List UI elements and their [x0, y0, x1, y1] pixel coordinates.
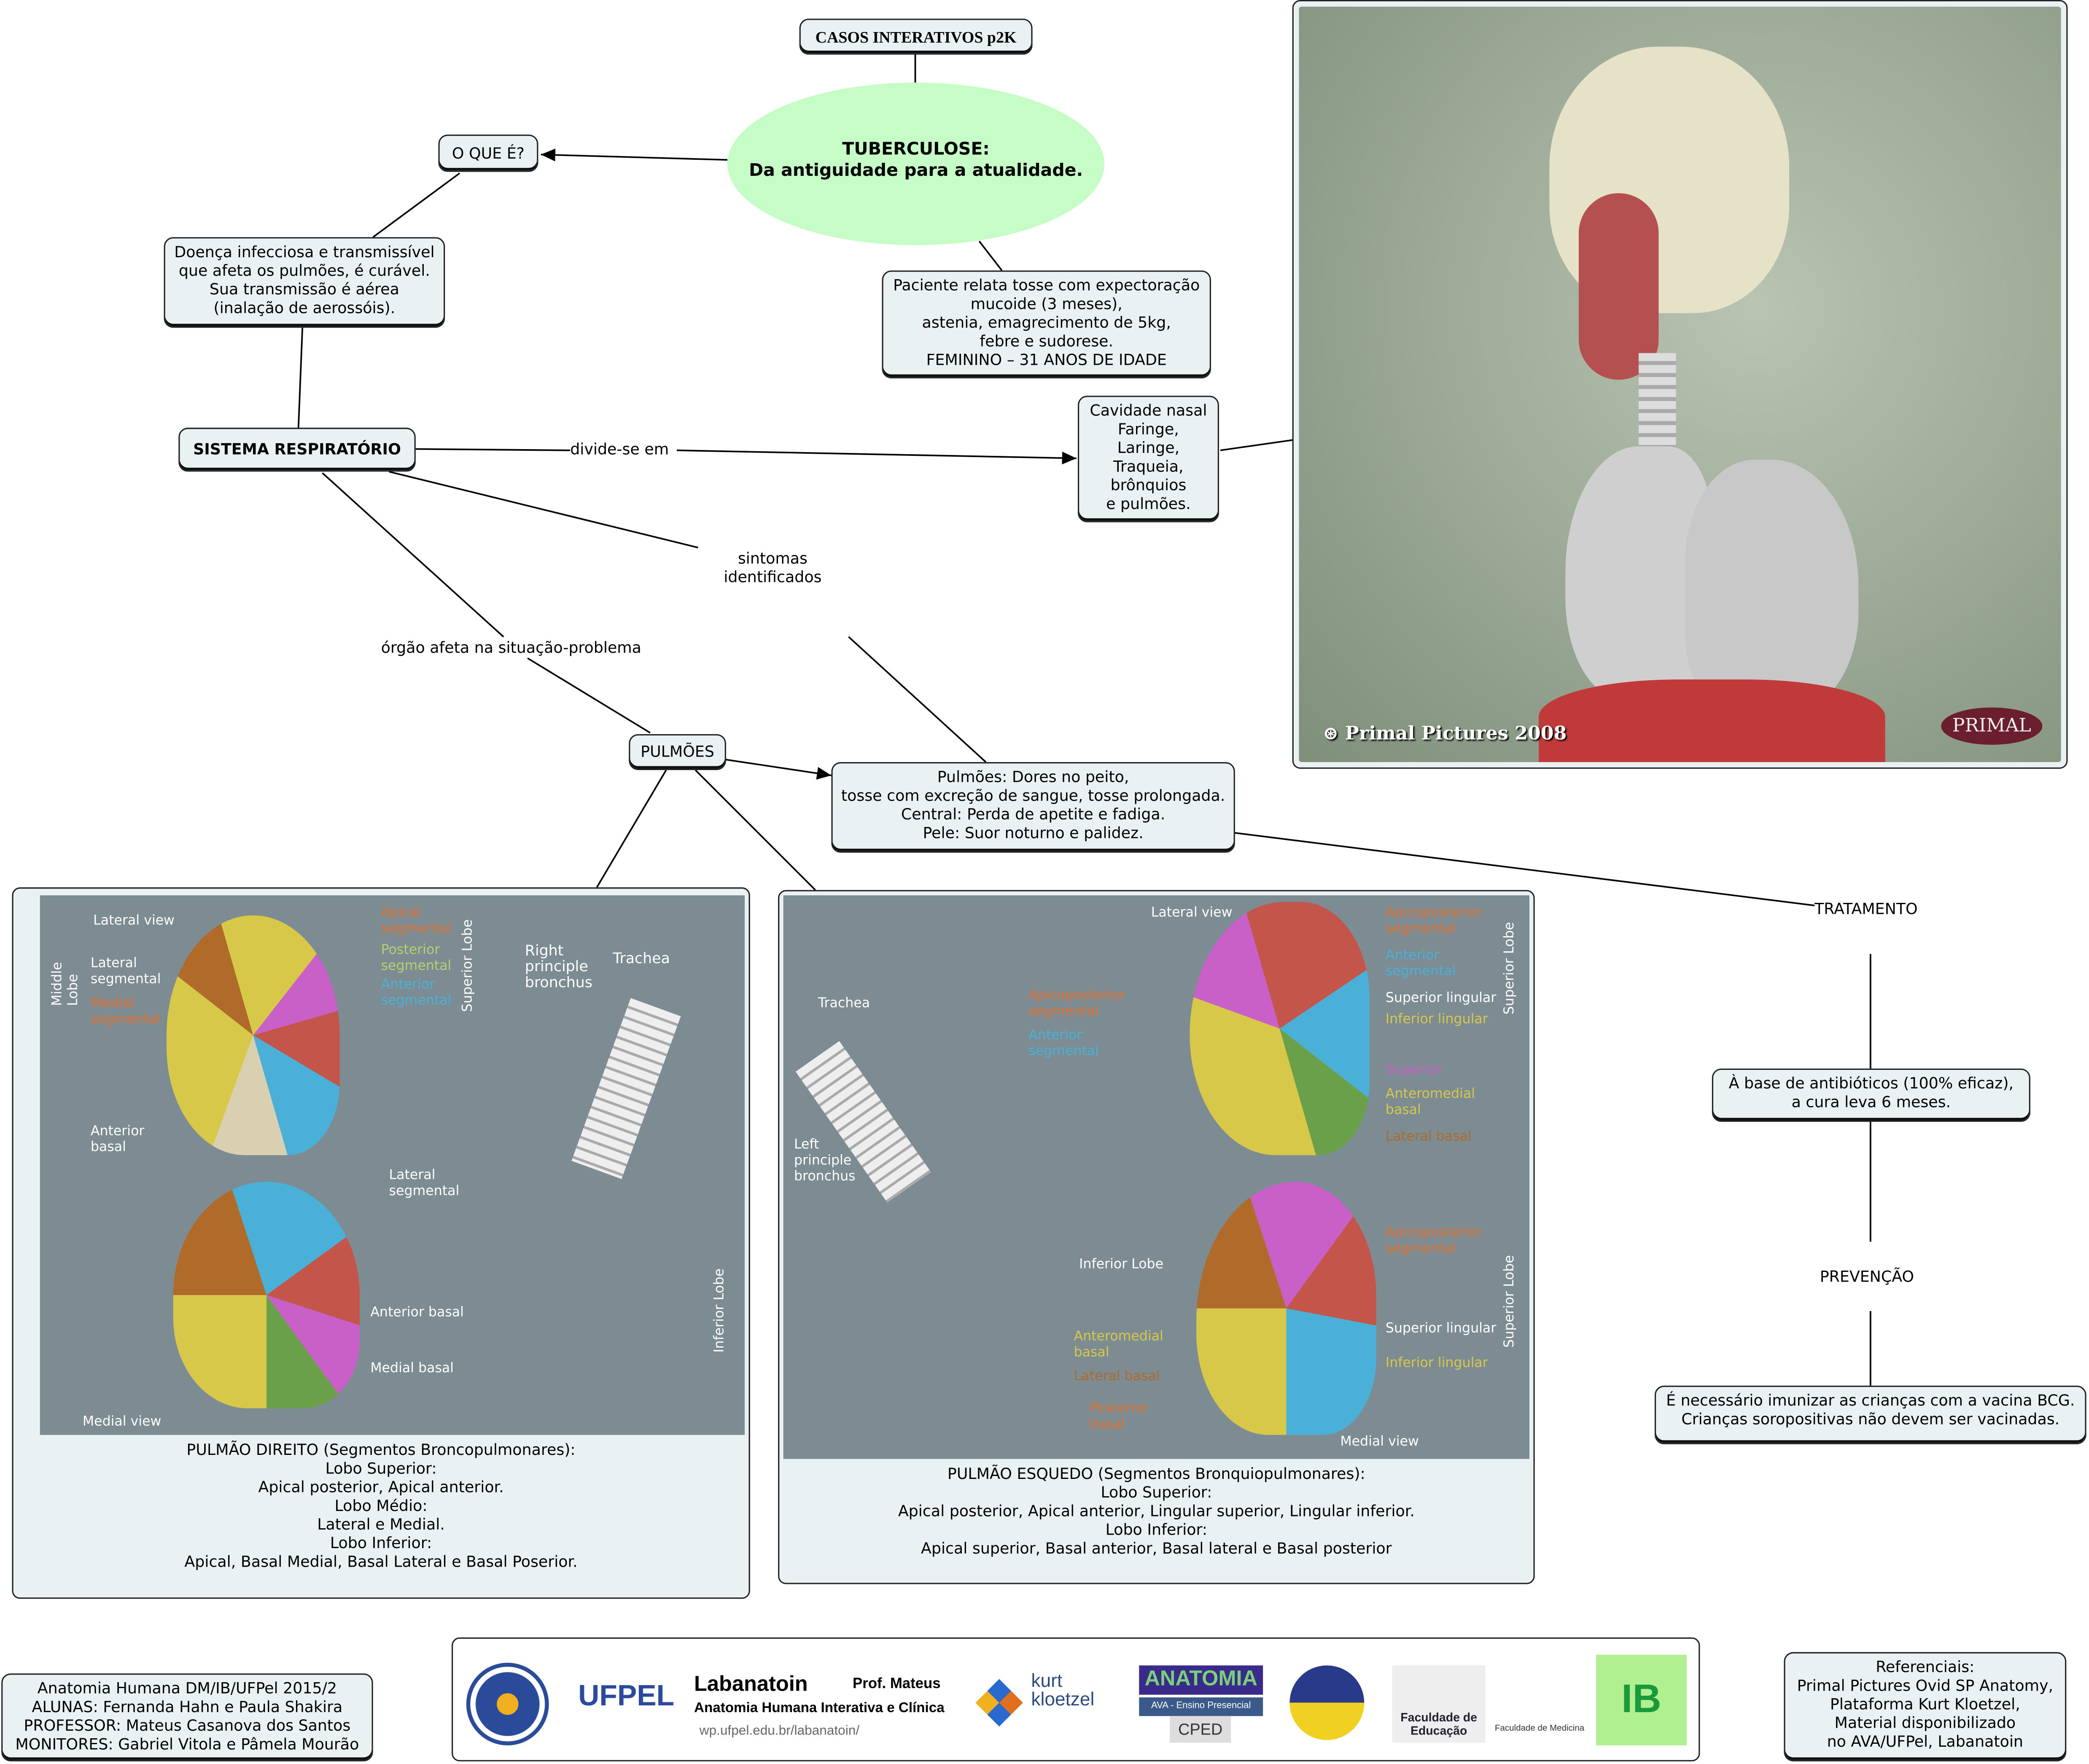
- lateral-view-label: Lateral view: [93, 914, 175, 929]
- header-title-node[interactable]: CASOS INTERATIVOS p2K: [799, 19, 1033, 55]
- respiratory-system-node[interactable]: SISTEMA RESPIRATÓRIO: [178, 428, 416, 472]
- anatomia-logo: ANATOMIA: [1139, 1665, 1263, 1695]
- prof-mateus-label: Prof. Mateus: [853, 1676, 941, 1692]
- medial-lung-shape: [173, 1182, 360, 1409]
- anterior-basal-label: Anterior basal: [90, 1124, 145, 1155]
- superior-lobe-label: Superior Lobe: [1502, 922, 1518, 1015]
- prevention-node[interactable]: É necessário imunizar as crianças com a …: [1654, 1385, 2086, 1444]
- anterior-segmental-label: Anterior segmental: [381, 978, 452, 1009]
- lateral-segmental-label: Lateral segmental: [90, 956, 161, 988]
- central-title: TUBERCULOSE:: [842, 140, 990, 160]
- bronchus-label: Left principle bronchus: [794, 1138, 856, 1185]
- trachea-label: Trachea: [613, 950, 670, 967]
- apicoposterior-label: Apicoposterior segmental: [1385, 906, 1482, 937]
- superior-lingular-label-2: Superior lingular: [1385, 1322, 1497, 1336]
- link-organ: órgão afeta na situação-problema: [381, 638, 641, 657]
- definition-node[interactable]: Doença infecciosa e transmissível que af…: [164, 237, 445, 328]
- lateral-basal-label: Lateral basal: [1385, 1130, 1472, 1145]
- superior-label: Superior: [1385, 1063, 1442, 1078]
- lateral-basal-label-2: Lateral basal: [1074, 1369, 1160, 1384]
- kurt-icon: [975, 1679, 1023, 1727]
- anterior-segmental-label-2: Anterior segmental: [1028, 1029, 1099, 1059]
- what-is-node[interactable]: O QUE É?: [438, 135, 538, 172]
- lateral-view-label: Lateral view: [1151, 906, 1233, 921]
- ava-label: AVA - Ensino Presencial: [1139, 1697, 1263, 1716]
- treatment-node[interactable]: À base de antibióticos (100% eficaz), a …: [1712, 1068, 2030, 1122]
- inferior-lingular-label: Inferior lingular: [1385, 1013, 1488, 1027]
- labanatoin-logo: Labanatoin: [694, 1673, 808, 1696]
- faced-logo: Faculdade de Educação: [1392, 1665, 1486, 1743]
- parts-node[interactable]: Cavidade nasal Faringe, Laringe, Traquei…: [1077, 396, 1219, 522]
- medial-lung-shape: [1196, 1182, 1376, 1435]
- ufpel-seal-icon: [466, 1662, 549, 1745]
- symptoms-node[interactable]: Pulmões: Dores no peito, tosse com excre…: [831, 762, 1235, 853]
- bronchus-label: Right principle bronchus: [525, 942, 592, 991]
- right-lung-caption: PULMÃO DIREITO (Segmentos Broncopulmonar…: [184, 1440, 578, 1571]
- left-lung-caption: PULMÃO ESQUEDO (Segmentos Bronquiopulmon…: [898, 1464, 1415, 1558]
- inferior-lobe-label: Inferior Lobe: [1079, 1258, 1164, 1273]
- respiratory-3d-image: ⊛ Primal Pictures 2008 PRIMAL: [1292, 0, 2068, 769]
- link-prevention: PREVENÇÃO: [1820, 1267, 1914, 1286]
- lateral-lung-shape: [166, 915, 340, 1155]
- medial-view-label: Medial view: [1340, 1435, 1419, 1450]
- lateral-lung-shape: [1190, 902, 1370, 1155]
- apical-segmental-label: Apical segmental: [381, 906, 452, 937]
- central-subtitle: Da antiguidade para a atualidade.: [749, 161, 1083, 181]
- superior-lingular-label: Superior lingular: [1385, 991, 1497, 1006]
- case-node[interactable]: Paciente relata tosse com expectoração m…: [882, 270, 1211, 379]
- medial-basal-label: Medial basal: [370, 1361, 454, 1376]
- left-lung-diagram: Lateral view Medial view Trachea Left pr…: [783, 895, 1529, 1459]
- medial-view-label: Medial view: [82, 1415, 162, 1430]
- superior-lobe-label-2: Superior Lobe: [1502, 1255, 1518, 1348]
- bronchial-tree-shape: [571, 998, 681, 1179]
- right-lung-panel: Lateral view Medial view Trachea Right p…: [12, 887, 750, 1599]
- airway-shape: [1578, 193, 1659, 380]
- ufpel-logo: UFPEL: [578, 1678, 675, 1712]
- watermark: ⊛ Primal Pictures 2008: [1323, 723, 1567, 745]
- cped-logo: CPED: [1169, 1716, 1231, 1743]
- kurt-logo: kurt kloetzel: [1031, 1669, 1095, 1710]
- trachea-label: Trachea: [818, 996, 870, 1011]
- inferior-lobe-label: Inferior Lobe: [713, 1268, 728, 1353]
- diaphragm-shape: [1539, 679, 1885, 762]
- link-treatment: TRATAMENTO: [1814, 899, 1918, 918]
- link-divide: divide-se em: [570, 439, 669, 458]
- lateral-segmental-label-2: Lateral segmental: [389, 1168, 460, 1199]
- superior-lobe-label: Superior Lobe: [461, 919, 476, 1012]
- crest-icon: [1289, 1665, 1365, 1740]
- primal-logo: PRIMAL: [1941, 707, 2043, 745]
- apicoposterior-label-3: Apicoposterior segmental: [1385, 1225, 1482, 1257]
- labanatoin-url: wp.ufpel.edu.br/labanatoin/: [699, 1724, 860, 1739]
- references-node: Referenciais: Primal Pictures Ovid SP An…: [1784, 1652, 2067, 1761]
- labanatoin-subtitle: Anatomia Humana Interativa e Clínica: [694, 1700, 945, 1716]
- posterior-basal-label: Posterior basal: [1090, 1401, 1149, 1433]
- medial-segmental-label: Medial segmental: [90, 996, 161, 1027]
- inferior-lingular-label-2: Inferior lingular: [1385, 1356, 1488, 1371]
- anteromedial-basal-label-2: Anteromedial basal: [1074, 1330, 1163, 1360]
- right-lung-diagram: Lateral view Medial view Trachea Right p…: [40, 895, 745, 1435]
- logo-bar: UFPEL Labanatoin Prof. Mateus Anatomia H…: [452, 1637, 1700, 1761]
- famed-logo: Faculdade de Medicina: [1494, 1724, 1585, 1734]
- posterior-segmental-label: Posterior segmental: [381, 943, 452, 974]
- link-symptoms: sintomas identificados: [719, 549, 826, 587]
- middle-lobe-label: Middle Lobe: [51, 962, 81, 1006]
- credits-node: Anatomia Humana DM/IB/UFPel 2015/2 ALUNA…: [1, 1673, 373, 1761]
- left-lung-panel: Lateral view Medial view Trachea Left pr…: [778, 890, 1535, 1584]
- left-lung-shape: [1685, 459, 1859, 713]
- anterior-basal-label-2: Anterior basal: [370, 1306, 464, 1320]
- apicoposterior-label-2: Apicoposterior segmental: [1028, 988, 1125, 1019]
- central-topic-ellipse[interactable]: TUBERCULOSE: Da antiguidade para a atual…: [727, 82, 1105, 245]
- anteromedial-basal-label: Anteromedial basal: [1385, 1087, 1475, 1118]
- anterior-segmental-label: Anterior segmental: [1385, 948, 1456, 980]
- ib-logo: IB: [1596, 1654, 1687, 1745]
- lungs-node[interactable]: PULMÕES: [629, 734, 726, 770]
